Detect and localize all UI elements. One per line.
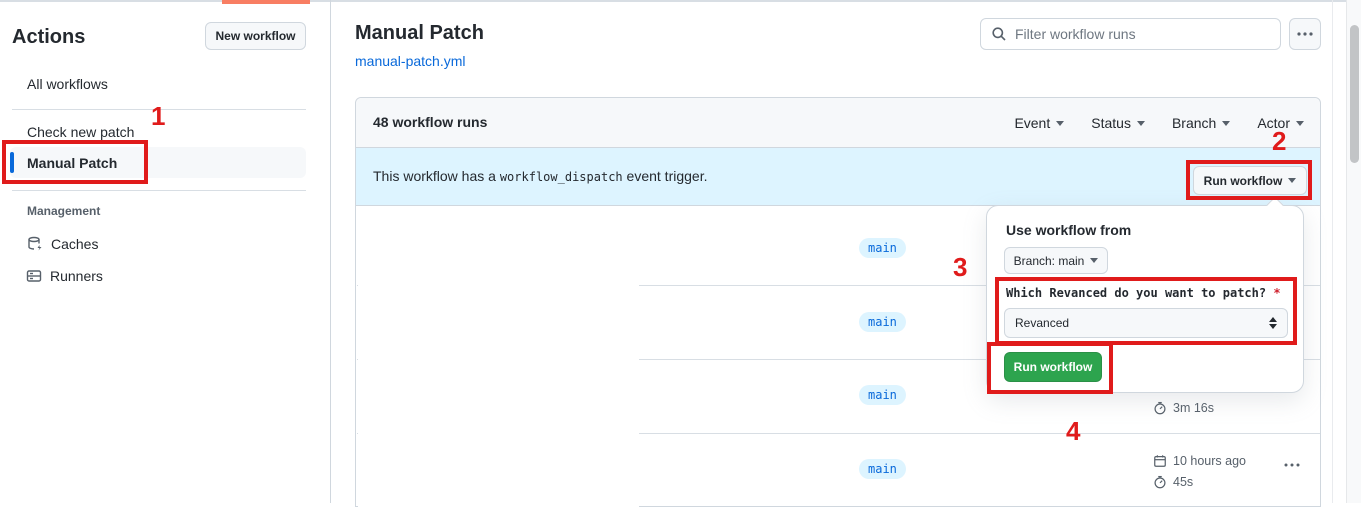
required-asterisk: *	[1273, 286, 1281, 300]
sidebar-divider	[330, 0, 331, 503]
page-title: Manual Patch	[355, 22, 484, 44]
run-workflow-popover: Use workflow from Branch: main Which Rev…	[986, 205, 1304, 393]
row-divider	[357, 359, 1320, 360]
top-border-line	[0, 0, 1361, 2]
workflow-dispatch-banner: This workflow has a workflow_dispatch ev…	[356, 148, 1320, 206]
runs-panel-header: 48 workflow runs Event Status Branch Act…	[356, 98, 1320, 148]
filter-input-placeholder: Filter workflow runs	[1015, 26, 1136, 42]
sidebar-item-runners[interactable]: Runners	[26, 268, 103, 284]
stopwatch-icon	[1153, 475, 1167, 489]
kebab-icon	[1284, 463, 1300, 467]
chevron-down-icon	[1136, 120, 1145, 126]
stopwatch-icon	[1153, 401, 1167, 415]
banner-text: This workflow has a workflow_dispatch ev…	[373, 168, 708, 184]
workflow-file-link[interactable]: manual-patch.yml	[355, 53, 466, 69]
scrollbar-thumb[interactable]	[1350, 25, 1359, 163]
annotation-number-4: 4	[1066, 416, 1081, 446]
run-workflow-dropdown-button[interactable]: Run workflow	[1193, 166, 1307, 195]
annotation-number-1: 1	[151, 101, 166, 131]
selected-indicator-bar	[10, 152, 14, 173]
up-down-chevron-icon	[1269, 317, 1277, 329]
run-workflow-submit-button[interactable]: Run workflow	[1004, 352, 1102, 382]
chevron-down-icon	[1090, 258, 1099, 263]
chevron-down-icon	[1288, 178, 1297, 183]
sidebar-section-divider-2	[12, 190, 306, 191]
row-divider	[357, 433, 1320, 434]
branch-selector-button[interactable]: Branch: main	[1004, 247, 1108, 274]
filter-actor-dropdown[interactable]: Actor	[1257, 115, 1304, 131]
use-workflow-from-label: Use workflow from	[1006, 222, 1132, 238]
branch-badge[interactable]: main	[859, 459, 906, 479]
chevron-down-icon	[1222, 120, 1231, 126]
workflow-runs-count: 48 workflow runs	[373, 114, 488, 130]
page-edge-line	[1332, 0, 1333, 503]
chevron-down-icon	[1296, 120, 1304, 126]
row-divider	[357, 285, 1320, 286]
sidebar-title: Actions	[12, 26, 86, 48]
runs-filter-bar: Event Status Branch Actor	[1014, 98, 1304, 148]
sidebar-item-all-workflows[interactable]: All workflows	[27, 76, 108, 92]
sidebar-item-check-new-patch[interactable]: Check new patch	[27, 124, 135, 140]
sidebar-item-manual-patch[interactable]	[10, 147, 306, 178]
search-icon	[991, 26, 1007, 42]
filter-event-dropdown[interactable]: Event	[1014, 115, 1065, 131]
branch-badge[interactable]: main	[859, 312, 906, 332]
filter-status-dropdown[interactable]: Status	[1091, 115, 1145, 131]
run-options-kebab-button[interactable]	[1284, 463, 1300, 467]
branch-badge[interactable]: main	[859, 238, 906, 258]
run-duration: 45s	[1153, 475, 1193, 489]
filter-branch-dropdown[interactable]: Branch	[1172, 115, 1231, 131]
calendar-icon	[1153, 454, 1167, 468]
branch-badge[interactable]: main	[859, 385, 906, 405]
management-section-header: Management	[27, 204, 101, 218]
sidebar-section-divider	[12, 109, 306, 110]
filter-workflow-runs-input[interactable]: Filter workflow runs	[980, 18, 1281, 50]
sidebar-item-caches-label: Caches	[51, 236, 99, 252]
annotation-number-3: 3	[953, 252, 968, 282]
workflow-options-kebab-button[interactable]	[1289, 18, 1321, 50]
workflow-input-label: Which Revanced do you want to patch? *	[1006, 286, 1281, 300]
runners-icon	[26, 268, 42, 284]
redacted-run-titles	[358, 207, 639, 507]
sidebar-item-manual-patch-label[interactable]: Manual Patch	[27, 155, 118, 171]
chevron-down-icon	[1056, 120, 1065, 126]
run-duration: 3m 16s	[1153, 401, 1214, 415]
loading-progress-bar	[222, 0, 310, 4]
run-time: 10 hours ago	[1153, 454, 1246, 468]
new-workflow-button[interactable]: New workflow	[205, 22, 306, 50]
workflow-dispatch-code: workflow_dispatch	[499, 170, 623, 184]
sidebar-item-runners-label: Runners	[50, 268, 103, 284]
sidebar-item-caches[interactable]: Caches	[27, 236, 98, 252]
revanced-select-value: Revanced	[1015, 316, 1070, 330]
annotation-number-2: 2	[1272, 126, 1287, 156]
cache-icon	[27, 236, 43, 252]
revanced-select[interactable]: Revanced	[1004, 308, 1288, 338]
kebab-icon	[1297, 32, 1313, 36]
